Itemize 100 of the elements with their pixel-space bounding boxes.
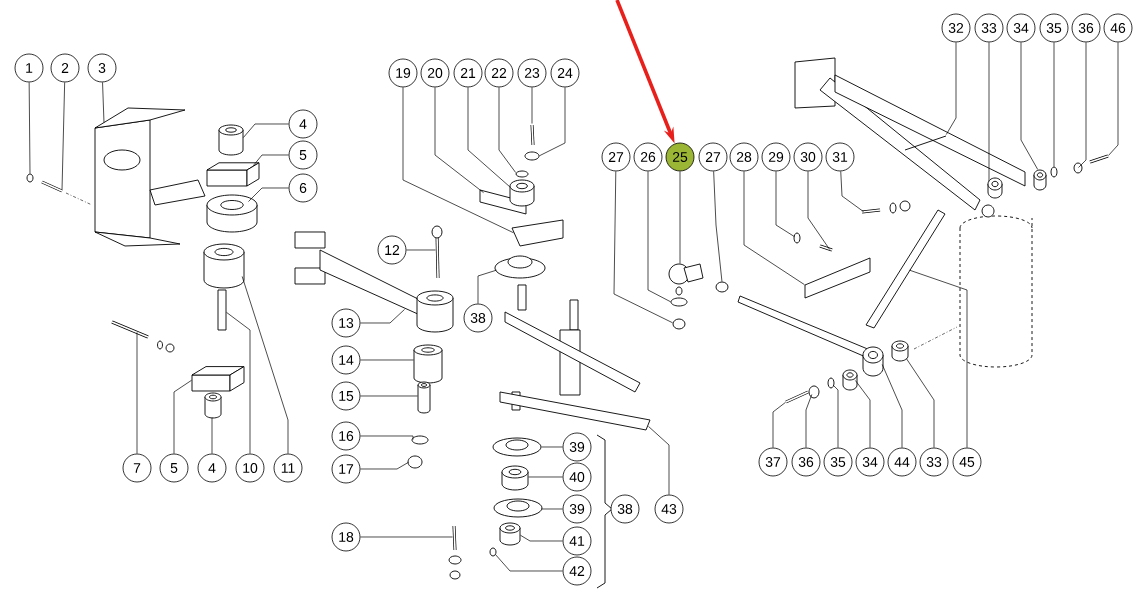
bolt (861, 200, 911, 214)
callout-number: 39 (562, 432, 592, 462)
callout-number: 38 (463, 303, 493, 333)
leader-line (495, 554, 563, 572)
callout-number: 30 (793, 142, 823, 172)
leader-line (360, 395, 418, 397)
leader-line (241, 276, 289, 454)
frame (794, 57, 1026, 211)
leader-line (360, 536, 453, 538)
leader-line (402, 87, 514, 234)
callout-number: 34 (1006, 13, 1036, 43)
tube-arm (294, 231, 454, 333)
callout-number: 44 (887, 447, 917, 477)
leader-line (905, 358, 935, 448)
leader-line (775, 171, 795, 238)
bushing (1033, 169, 1047, 191)
callout-number: 10 (235, 453, 265, 483)
leader-line (243, 123, 289, 138)
leader-line (528, 476, 563, 478)
leader-line (679, 171, 681, 264)
callout-number: 27 (601, 142, 631, 172)
bolt (1089, 154, 1109, 164)
rod (865, 209, 946, 329)
bushing (218, 124, 244, 156)
washer (515, 170, 529, 178)
bolt (819, 244, 833, 252)
clamp-block (206, 162, 260, 187)
washer (26, 173, 34, 183)
callout-number: 37 (758, 447, 788, 477)
callout-number: 4 (197, 453, 227, 483)
nut (407, 455, 423, 469)
callout-number: 24 (550, 58, 580, 88)
callout-number: 6 (288, 173, 318, 203)
leader-line (807, 171, 831, 250)
bushing (509, 179, 535, 207)
bolt (530, 124, 535, 146)
leader-line (541, 446, 563, 448)
flange-disc (493, 498, 543, 518)
callout-number: 36 (791, 447, 821, 477)
callout-number: 31 (825, 142, 855, 172)
callout-number: 26 (633, 142, 663, 172)
leader-line (855, 380, 871, 448)
leader-line (434, 87, 484, 193)
leader-line (539, 87, 566, 157)
leader-line (173, 379, 192, 454)
leader-line (945, 42, 957, 135)
callout-number: 19 (388, 58, 418, 88)
callout-number: 1 (14, 53, 44, 83)
callout-number: 17 (331, 454, 361, 484)
callout-number: 7 (122, 453, 152, 483)
callout-number: 11 (273, 453, 303, 483)
leader-line (498, 87, 517, 173)
leader-line (1078, 42, 1087, 168)
callout-number: 35 (823, 447, 853, 477)
bolt (41, 180, 93, 206)
leader-line (531, 87, 533, 124)
bearing (203, 243, 245, 289)
callout-number: 22 (484, 58, 514, 88)
washer (411, 435, 429, 445)
callout-number: 4 (288, 109, 318, 139)
nut (715, 281, 729, 293)
leader-line (136, 332, 138, 454)
callout-number: 29 (761, 142, 791, 172)
mounting-plate (511, 219, 564, 247)
bolt (448, 525, 462, 580)
bolt (111, 320, 175, 353)
leader-line (28, 82, 31, 174)
callout-number: 28 (729, 142, 759, 172)
callout-number: 27 (698, 142, 728, 172)
clamp-block (191, 366, 245, 392)
washer (524, 151, 540, 161)
collar (499, 522, 521, 546)
bushing (413, 344, 443, 384)
leader-line (477, 269, 497, 304)
leader-line (211, 417, 213, 454)
leader-line (1020, 42, 1039, 170)
callout-number: 13 (331, 308, 361, 338)
callout-number: 46 (1103, 13, 1133, 43)
leader-line (248, 187, 289, 202)
callout-number: 40 (562, 462, 592, 492)
leader-line (467, 87, 510, 187)
leader-line (1108, 42, 1119, 156)
washer (793, 232, 801, 244)
bearing (501, 465, 529, 491)
leader-line (226, 311, 251, 454)
leader-line (360, 435, 414, 440)
washer (1073, 162, 1083, 174)
callout-number: 35 (1039, 13, 1069, 43)
leader-line (713, 171, 723, 282)
callout-number: 20 (420, 58, 450, 88)
washer (670, 297, 688, 307)
callout-number: 38 (610, 494, 640, 524)
rod (737, 295, 884, 377)
frame (499, 284, 651, 431)
bushing (842, 369, 858, 391)
callout-number: 39 (562, 494, 592, 524)
leader-line (988, 42, 990, 182)
callout-number: 33 (974, 13, 1004, 43)
bushing (204, 392, 222, 419)
leader-line (743, 171, 805, 286)
